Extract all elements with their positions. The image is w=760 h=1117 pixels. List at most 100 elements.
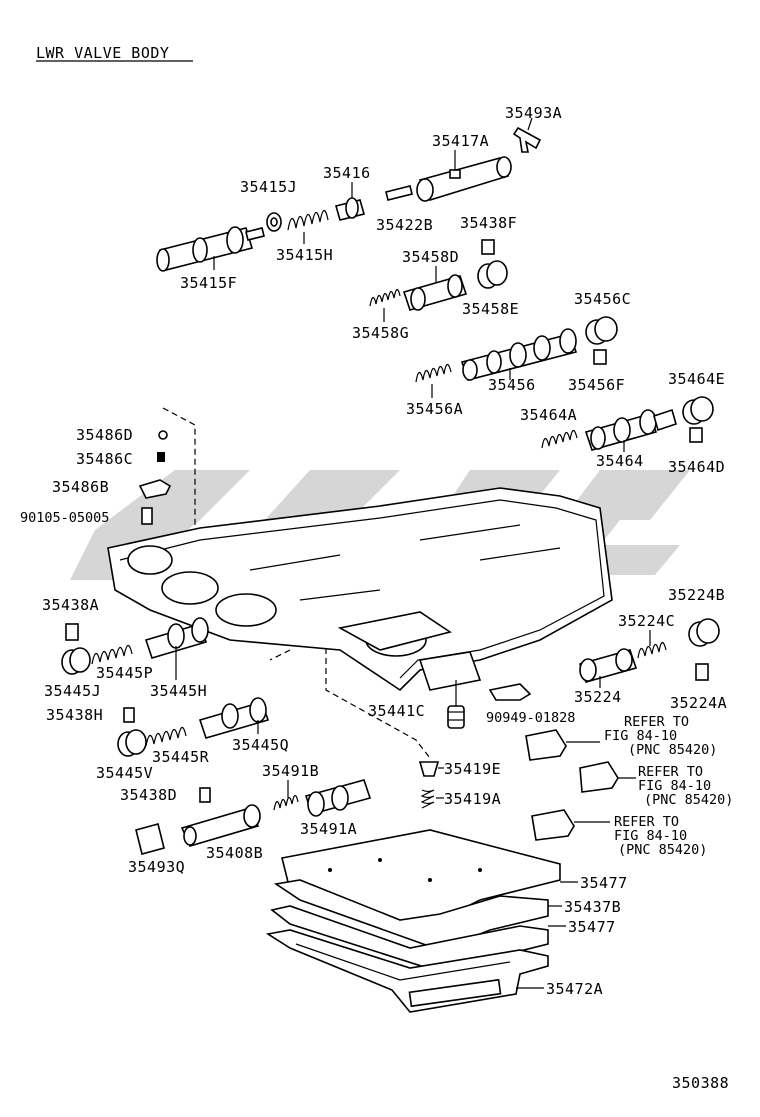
- part-35408B[interactable]: [180, 804, 261, 847]
- leader-body-35419: [325, 648, 431, 759]
- part-35445Q[interactable]: [198, 697, 270, 739]
- label-35464: 35464: [596, 452, 644, 470]
- ref-1-line1: REFER TO: [624, 714, 689, 730]
- part-35224[interactable]: [578, 648, 638, 688]
- diagram-title: LWR VALVE BODY: [36, 44, 169, 62]
- part-35456[interactable]: [460, 328, 578, 381]
- part-35445V[interactable]: [117, 729, 147, 757]
- figure-number: 350388: [672, 1074, 729, 1092]
- label-35416: 35416: [323, 164, 371, 182]
- part-35445P[interactable]: [91, 644, 133, 665]
- part-35456C[interactable]: [585, 316, 618, 345]
- part-35438F[interactable]: [481, 239, 495, 255]
- part-35415H[interactable]: [287, 209, 329, 244]
- solenoid-3[interactable]: [531, 809, 610, 841]
- label-35445Q: 35445Q: [232, 736, 289, 754]
- ref-3-line3: (PNC 85420): [618, 842, 707, 858]
- part-35486B[interactable]: [138, 479, 172, 499]
- solenoid-1[interactable]: [525, 729, 600, 761]
- label-35438F: 35438F: [460, 214, 517, 232]
- label-35224: 35224: [574, 688, 622, 706]
- label-35415H: 35415H: [276, 246, 333, 264]
- label-35438D: 35438D: [120, 786, 177, 804]
- part-90949-01828[interactable]: [488, 683, 532, 701]
- part-35458G[interactable]: [369, 288, 401, 322]
- part-35491B[interactable]: [273, 780, 299, 811]
- part-35493Q[interactable]: [135, 823, 165, 855]
- part-35445J[interactable]: [61, 647, 91, 675]
- part-35445R[interactable]: [145, 726, 187, 747]
- label-35419E: 35419E: [444, 760, 501, 778]
- label-35417A: 35417A: [432, 132, 489, 150]
- label-35419A: 35419A: [444, 790, 501, 808]
- label-35477-upper: 35477: [580, 874, 628, 892]
- part-35458D[interactable]: [402, 266, 468, 311]
- part-35422B[interactable]: [385, 185, 413, 201]
- label-35438A: 35438A: [42, 596, 99, 614]
- gasket-35437B[interactable]: [273, 879, 562, 951]
- label-35422B: 35422B: [376, 216, 433, 234]
- label-35493A: 35493A: [505, 104, 562, 122]
- label-35224B: 35224B: [668, 586, 725, 604]
- part-35445H[interactable]: [144, 617, 209, 680]
- label-35493Q: 35493Q: [128, 858, 185, 876]
- solenoid-2[interactable]: [579, 761, 636, 793]
- label-35458G: 35458G: [352, 324, 409, 342]
- part-35486C[interactable]: [157, 452, 165, 462]
- label-35464A: 35464A: [520, 406, 577, 424]
- ref-3-line1: REFER TO: [614, 814, 679, 830]
- valve-body[interactable]: [107, 487, 613, 692]
- label-35415J: 35415J: [240, 178, 297, 196]
- label-35472A: 35472A: [546, 980, 603, 998]
- label-35415F: 35415F: [180, 274, 237, 292]
- part-35224B[interactable]: [688, 618, 720, 647]
- label-35441C: 35441C: [368, 702, 425, 720]
- label-35464D: 35464D: [668, 458, 725, 476]
- label-35464E: 35464E: [668, 370, 725, 388]
- ref-2-line3: (PNC 85420): [644, 792, 733, 808]
- label-90949-01828: 90949-01828: [486, 710, 575, 726]
- part-35456A[interactable]: [415, 363, 452, 398]
- part-35456F[interactable]: [593, 349, 607, 365]
- part-35419A[interactable]: [420, 789, 444, 809]
- part-35224A[interactable]: [695, 663, 709, 681]
- label-35491A: 35491A: [300, 820, 357, 838]
- label-35486C: 35486C: [76, 450, 133, 468]
- part-35464E[interactable]: [682, 396, 714, 425]
- label-35486B: 35486B: [52, 478, 109, 496]
- part-35415F[interactable]: [156, 226, 265, 272]
- label-35445J: 35445J: [44, 682, 101, 700]
- part-35464D[interactable]: [689, 427, 703, 443]
- part-35419E[interactable]: [418, 761, 444, 777]
- part-35438D[interactable]: [199, 787, 211, 803]
- label-35445H: 35445H: [150, 682, 207, 700]
- plate-35472A[interactable]: [265, 929, 549, 1013]
- label-35408B: 35408B: [206, 844, 263, 862]
- ref-3-line2: FIG 84-10: [614, 828, 687, 844]
- part-35458E[interactable]: [477, 260, 508, 289]
- label-35456C: 35456C: [574, 290, 631, 308]
- gasket-35477-lower[interactable]: [270, 905, 566, 973]
- label-35224C: 35224C: [618, 612, 675, 630]
- part-35464A[interactable]: [541, 429, 578, 449]
- part-35224C[interactable]: [637, 630, 667, 659]
- label-35445V: 35445V: [96, 764, 153, 782]
- ref-1-line2: FIG 84-10: [604, 728, 677, 744]
- ref-2-line1: REFER TO: [638, 764, 703, 780]
- part-35438A[interactable]: [65, 623, 79, 641]
- part-35416[interactable]: [335, 182, 365, 221]
- label-35456: 35456: [488, 376, 536, 394]
- part-90105-05005[interactable]: [141, 507, 153, 525]
- part-35417A[interactable]: [416, 150, 512, 202]
- part-35493A[interactable]: [512, 117, 542, 153]
- part-35415J[interactable]: [266, 212, 282, 232]
- part-35464[interactable]: [584, 408, 677, 452]
- part-35486D[interactable]: [158, 430, 168, 440]
- label-35456A: 35456A: [406, 400, 463, 418]
- leader-35486D: [162, 407, 196, 530]
- part-35491A[interactable]: [304, 779, 372, 817]
- part-35441C[interactable]: [447, 680, 465, 729]
- part-35438H[interactable]: [123, 707, 135, 723]
